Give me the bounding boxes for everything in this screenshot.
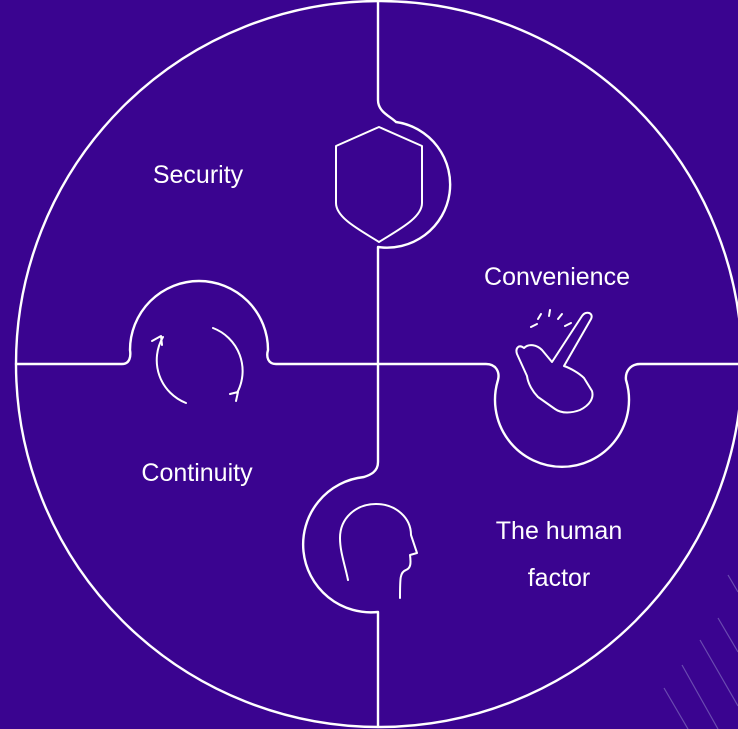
label-continuity: Continuity <box>141 459 253 487</box>
shield-icon <box>335 126 423 243</box>
label-security: Security <box>153 161 244 189</box>
divider-bottom <box>301 362 380 729</box>
label-human-factor-line2: factor <box>528 564 591 592</box>
tap-hand-icon <box>515 309 594 414</box>
divider-right <box>376 362 738 468</box>
divider-left <box>14 279 380 366</box>
decorative-lines <box>663 574 738 729</box>
cycle-arrows-icon <box>151 327 244 404</box>
human-head-icon <box>339 503 418 599</box>
divider-top <box>376 0 452 366</box>
label-convenience: Convenience <box>484 263 630 291</box>
label-human-factor-line1: The human <box>496 517 622 545</box>
